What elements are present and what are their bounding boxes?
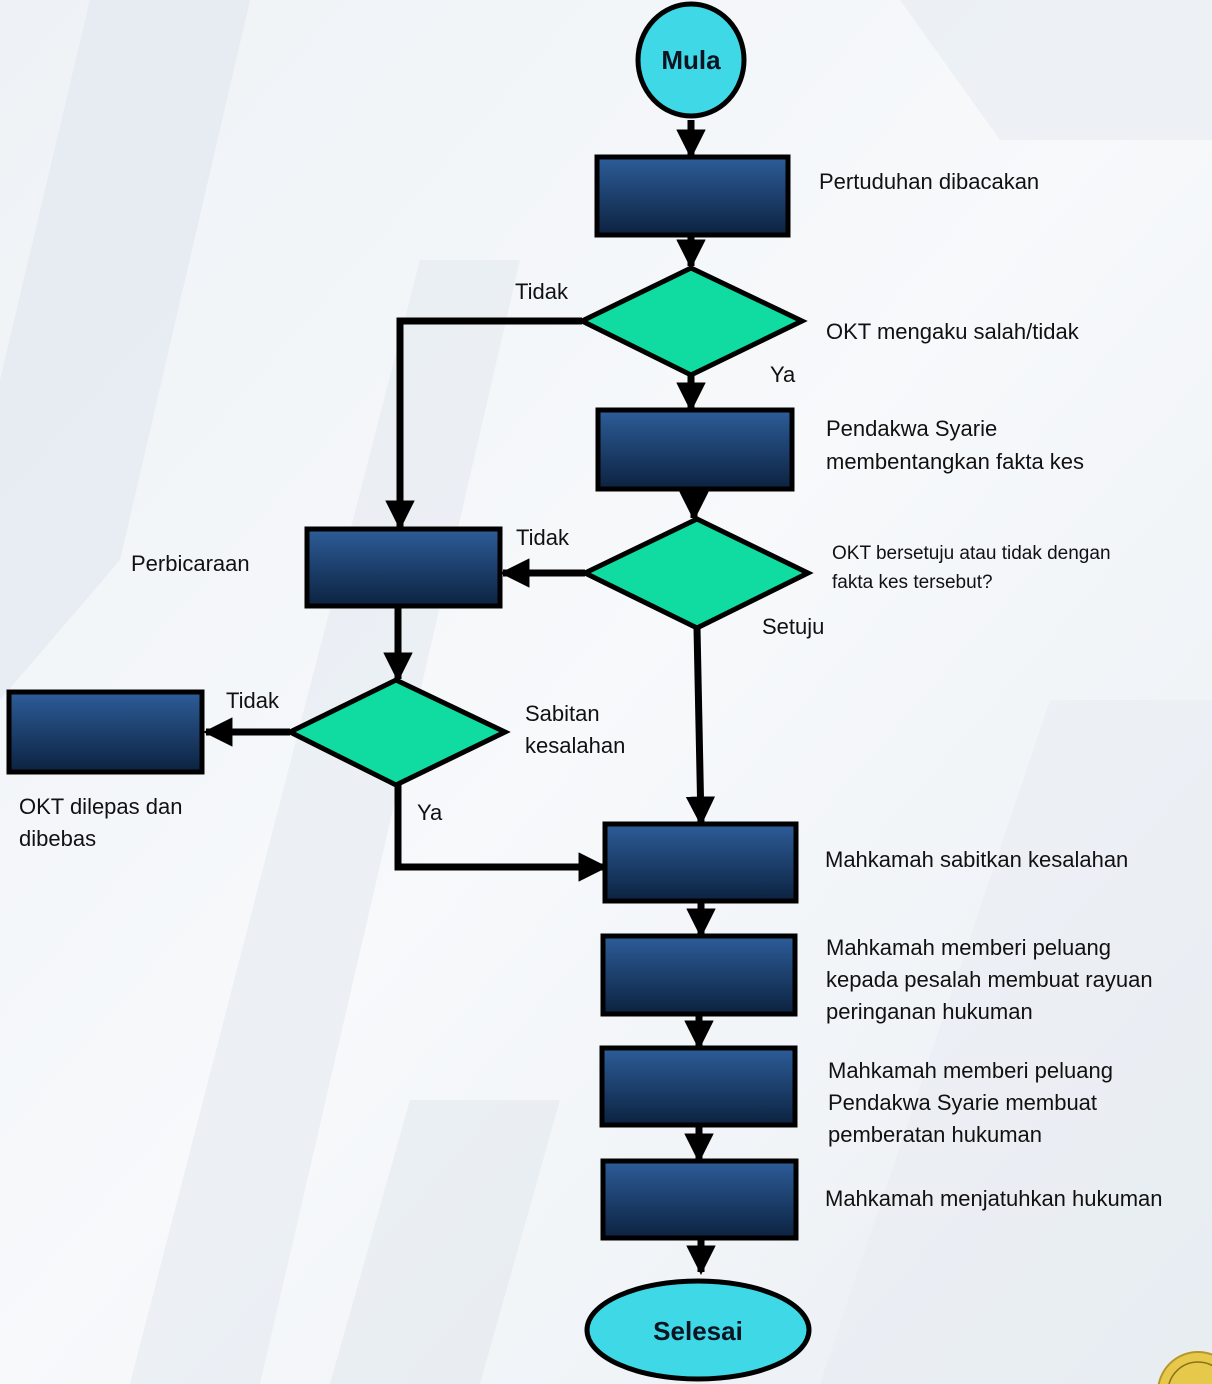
label-mitigation-3: peringanan hukuman — [826, 999, 1033, 1024]
label-aggravation-3: pemberatan hukuman — [828, 1122, 1042, 1147]
label-prosecutor-facts-2: membentangkan fakta kes — [826, 449, 1084, 474]
label-agree-facts-2: fakta kes tersebut? — [832, 572, 993, 593]
label-court-convicts: Mahkamah sabitkan kesalahan — [825, 847, 1128, 872]
label-conviction-2: kesalahan — [525, 733, 625, 758]
label-released-1: OKT dilepas dan — [19, 794, 182, 819]
decision-conviction — [284, 677, 511, 788]
process-boxes — [6, 154, 799, 1241]
label-mitigation-2: kepada pesalah membuat rayuan — [826, 967, 1153, 992]
process-trial — [304, 526, 503, 609]
process-court-convicts — [602, 821, 799, 904]
label-trial: Perbicaraan — [131, 551, 250, 576]
decision-agree-facts — [579, 516, 814, 631]
label-prosecutor-facts-1: Pendakwa Syarie — [826, 416, 997, 441]
process-aggravation — [599, 1045, 798, 1128]
label-aggravation-1: Mahkamah memberi peluang — [828, 1058, 1113, 1083]
branch-label-conviction-no: Tidak — [226, 688, 280, 713]
decision-diamonds — [284, 265, 814, 788]
label-released-2: dibebas — [19, 826, 96, 851]
branch-label-plea-yes: Ya — [770, 362, 796, 387]
label-agree-facts-1: OKT bersetuju atau tidak dengan — [832, 543, 1111, 564]
branch-label-facts-yes: Setuju — [762, 614, 824, 639]
branch-label-plea-no: Tidak — [515, 279, 569, 304]
decision-plea — [576, 265, 808, 378]
process-charge-read — [594, 154, 791, 238]
label-mitigation-1: Mahkamah memberi peluang — [826, 935, 1111, 960]
connectors — [203, 120, 716, 1275]
start-label: Mula — [661, 45, 721, 75]
label-aggravation-2: Pendakwa Syarie membuat — [828, 1090, 1097, 1115]
process-sentence — [600, 1158, 799, 1241]
process-released — [6, 689, 205, 775]
connector-conviction-yes-to-convict — [394, 785, 608, 882]
connector-agree-yes-to-convict — [685, 627, 716, 826]
emblem-logo — [1157, 1351, 1212, 1384]
connector-plea-no-to-trial — [385, 317, 582, 530]
end-terminal: Selesai — [584, 1278, 812, 1382]
process-prosecutor-facts — [595, 407, 795, 492]
label-conviction-1: Sabitan — [525, 701, 600, 726]
end-label: Selesai — [653, 1316, 743, 1346]
branch-label-conviction-yes: Ya — [417, 800, 443, 825]
start-terminal: Mula — [635, 1, 747, 119]
process-mitigation — [600, 933, 798, 1017]
label-sentence: Mahkamah menjatuhkan hukuman — [825, 1186, 1163, 1211]
label-charge-read: Pertuduhan dibacakan — [819, 169, 1039, 194]
label-plea: OKT mengaku salah/tidak — [826, 319, 1080, 344]
branch-label-facts-no: Tidak — [516, 525, 570, 550]
